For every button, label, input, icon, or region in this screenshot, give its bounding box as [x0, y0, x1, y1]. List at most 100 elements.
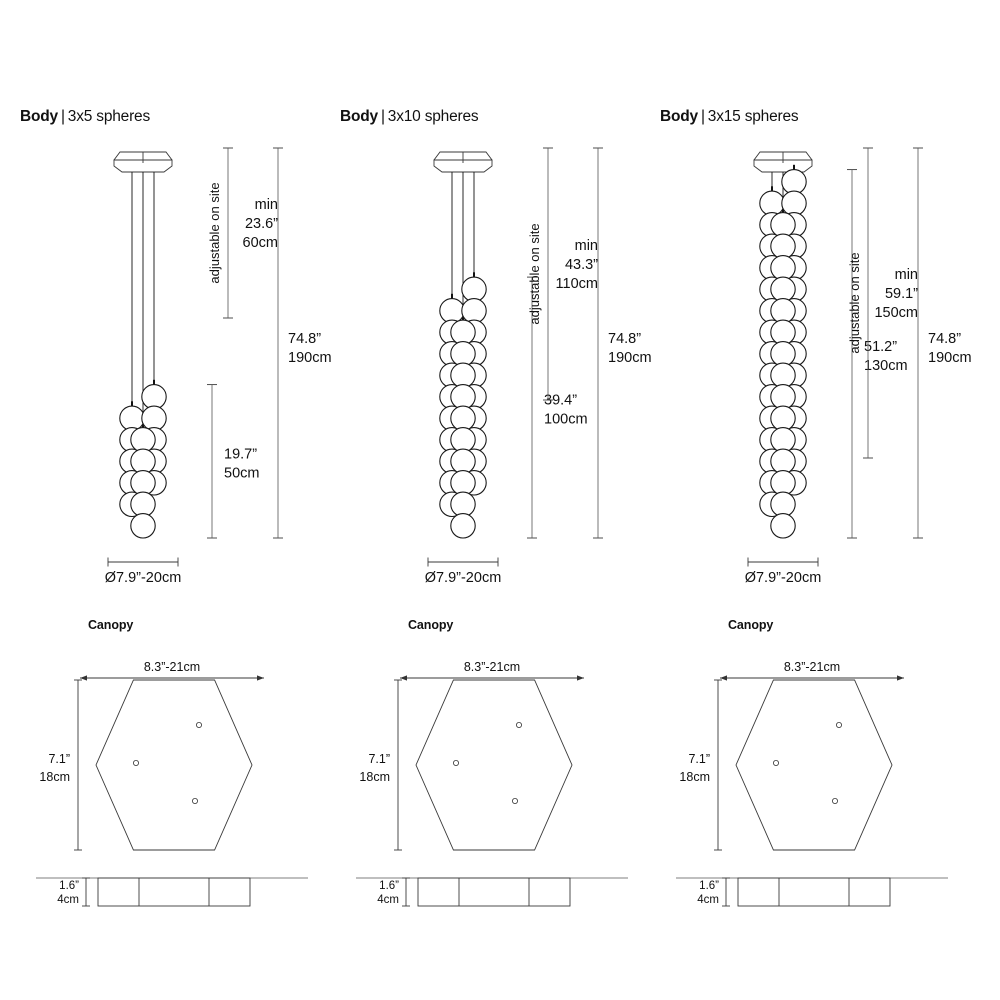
sphere-diameter-label: Ø7.9”-20cm [425, 570, 502, 586]
canopy-height-cm: 18cm [679, 770, 710, 784]
canopy-mount-hole [835, 722, 842, 729]
ceiling-mount [113, 151, 173, 173]
sphere [119, 405, 145, 432]
sphere [450, 491, 476, 518]
sphere [450, 448, 476, 475]
total-drop-inches: 74.8” [928, 331, 961, 347]
canopy-thickness-inches: 1.6” [59, 880, 79, 892]
min-drop-cm: 150cm [874, 305, 918, 321]
sphere [450, 470, 476, 496]
sphere [781, 169, 807, 195]
arrow-left [400, 675, 407, 681]
panel-title-body: Body [20, 108, 58, 125]
panel-title-variant: 3x10 spheres [387, 108, 479, 125]
sphere [770, 319, 796, 346]
cluster-length-cm: 50cm [224, 465, 259, 481]
panel-title: Body|3x15 spheres [660, 108, 799, 126]
arrow-left [80, 675, 87, 681]
sphere [770, 513, 796, 539]
sphere [130, 470, 156, 496]
arrow-right [577, 675, 584, 681]
canopy-height-cm: 18cm [359, 770, 390, 784]
sphere [461, 276, 487, 303]
canopy-mount-hole [195, 722, 202, 729]
sphere [130, 513, 156, 539]
sphere [770, 384, 796, 410]
canopy-hexagon [735, 679, 893, 851]
total-drop-inches: 74.8” [608, 331, 641, 347]
adjustable-on-site-label: adjustable on site [527, 223, 542, 324]
min-drop-min-label: min [895, 267, 918, 283]
canopy-height-inches: 7.1” [688, 752, 710, 766]
mount-front-face [753, 159, 813, 173]
sphere [130, 491, 156, 518]
sphere [450, 319, 476, 346]
canopy-section-body [417, 877, 571, 907]
sphere [770, 427, 796, 453]
sphere [770, 276, 796, 303]
canopy-section-body [737, 877, 891, 907]
min-drop-inches: 43.3” [565, 257, 598, 273]
sphere [450, 513, 476, 539]
canopy-height-inches: 7.1” [48, 752, 70, 766]
panel-title: Body|3x5 spheres [20, 108, 150, 126]
panel-title-separator: | [60, 108, 65, 125]
sphere [130, 427, 156, 453]
canopy-height-cm: 18cm [39, 770, 70, 784]
sphere [770, 233, 796, 260]
sphere [450, 341, 476, 367]
sphere [770, 405, 796, 432]
sphere [770, 341, 796, 367]
sphere-diameter-label: Ø7.9”-20cm [745, 570, 822, 586]
sphere [770, 255, 796, 281]
ceiling-mount [753, 151, 813, 173]
sphere-strand [450, 319, 476, 539]
min-drop-cm: 60cm [243, 235, 278, 251]
sphere [130, 448, 156, 475]
cluster-length-inches: 19.7” [224, 446, 257, 462]
sphere [759, 190, 785, 217]
canopy-thickness-inches: 1.6” [699, 880, 719, 892]
sphere [461, 298, 487, 324]
canopy-width-label: 8.3”-21cm [464, 660, 520, 674]
canopy-thickness-inches: 1.6” [379, 880, 399, 892]
sphere [770, 298, 796, 324]
arrow-right [257, 675, 264, 681]
canopy-section-label: Canopy [88, 618, 134, 632]
total-drop-cm: 190cm [288, 350, 332, 366]
mount-front-face [433, 159, 493, 173]
panel-title: Body|3x10 spheres [340, 108, 479, 126]
panel-title-separator: | [380, 108, 385, 125]
canopy-width-label: 8.3”-21cm [784, 660, 840, 674]
cluster-length-inches: 51.2” [864, 339, 897, 355]
cluster-length-cm: 130cm [864, 358, 908, 374]
min-drop-inches: 23.6” [245, 216, 278, 232]
sphere-strand [130, 427, 156, 539]
sphere [781, 190, 807, 217]
sphere [450, 362, 476, 389]
arrow-right [897, 675, 904, 681]
sphere [450, 384, 476, 410]
canopy-section-label: Canopy [408, 618, 454, 632]
sphere [141, 384, 167, 410]
sphere [450, 427, 476, 453]
canopy-width-label: 8.3”-21cm [144, 660, 200, 674]
panel-title-body: Body [660, 108, 698, 125]
mount-front-face [113, 159, 173, 173]
sphere-diameter-label: Ø7.9”-20cm [105, 570, 182, 586]
panel-title-body: Body [340, 108, 378, 125]
total-drop-cm: 190cm [928, 350, 972, 366]
ceiling-mount [433, 151, 493, 173]
panel-title-separator: | [700, 108, 705, 125]
panel-title-variant: 3x15 spheres [707, 108, 799, 125]
total-drop-cm: 190cm [608, 350, 652, 366]
canopy-mount-hole [515, 722, 522, 729]
canopy-thickness-cm: 4cm [57, 894, 79, 906]
cluster-length-inches: 39.4” [544, 393, 577, 409]
sphere [770, 491, 796, 518]
min-drop-min-label: min [575, 238, 598, 254]
canopy-mount-hole [511, 798, 518, 805]
